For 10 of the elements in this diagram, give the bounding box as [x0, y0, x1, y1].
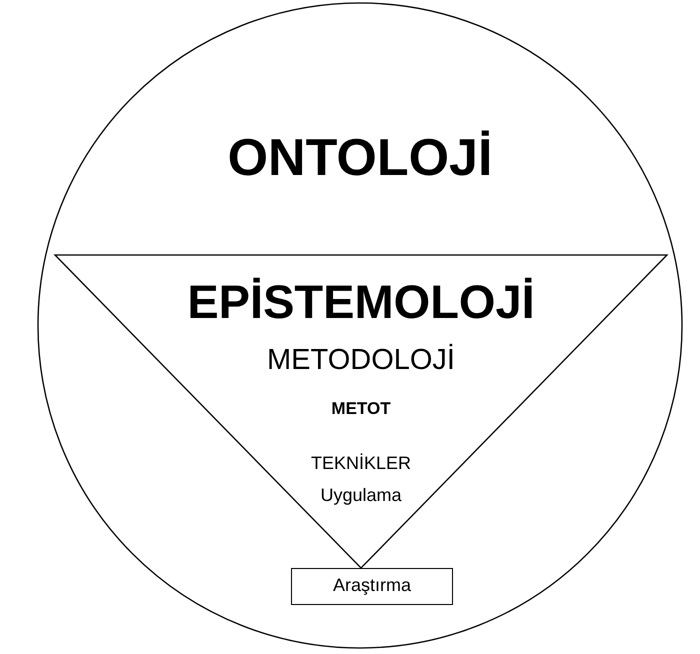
- heading-text: ONTOLOJİ: [228, 132, 492, 184]
- ontology-circle: [38, 3, 682, 648]
- inverted-triangle: [55, 255, 667, 568]
- label-text: METODOLOJİ: [267, 346, 455, 375]
- research-box: [291, 568, 453, 605]
- label-text: Uygulama: [320, 486, 402, 504]
- label-text: METOT: [331, 400, 391, 417]
- label-text: TEKNİKLER: [310, 454, 412, 472]
- label-text: Araştırma: [332, 576, 411, 594]
- heading-text: EPİSTEMOLOJİ: [187, 278, 535, 325]
